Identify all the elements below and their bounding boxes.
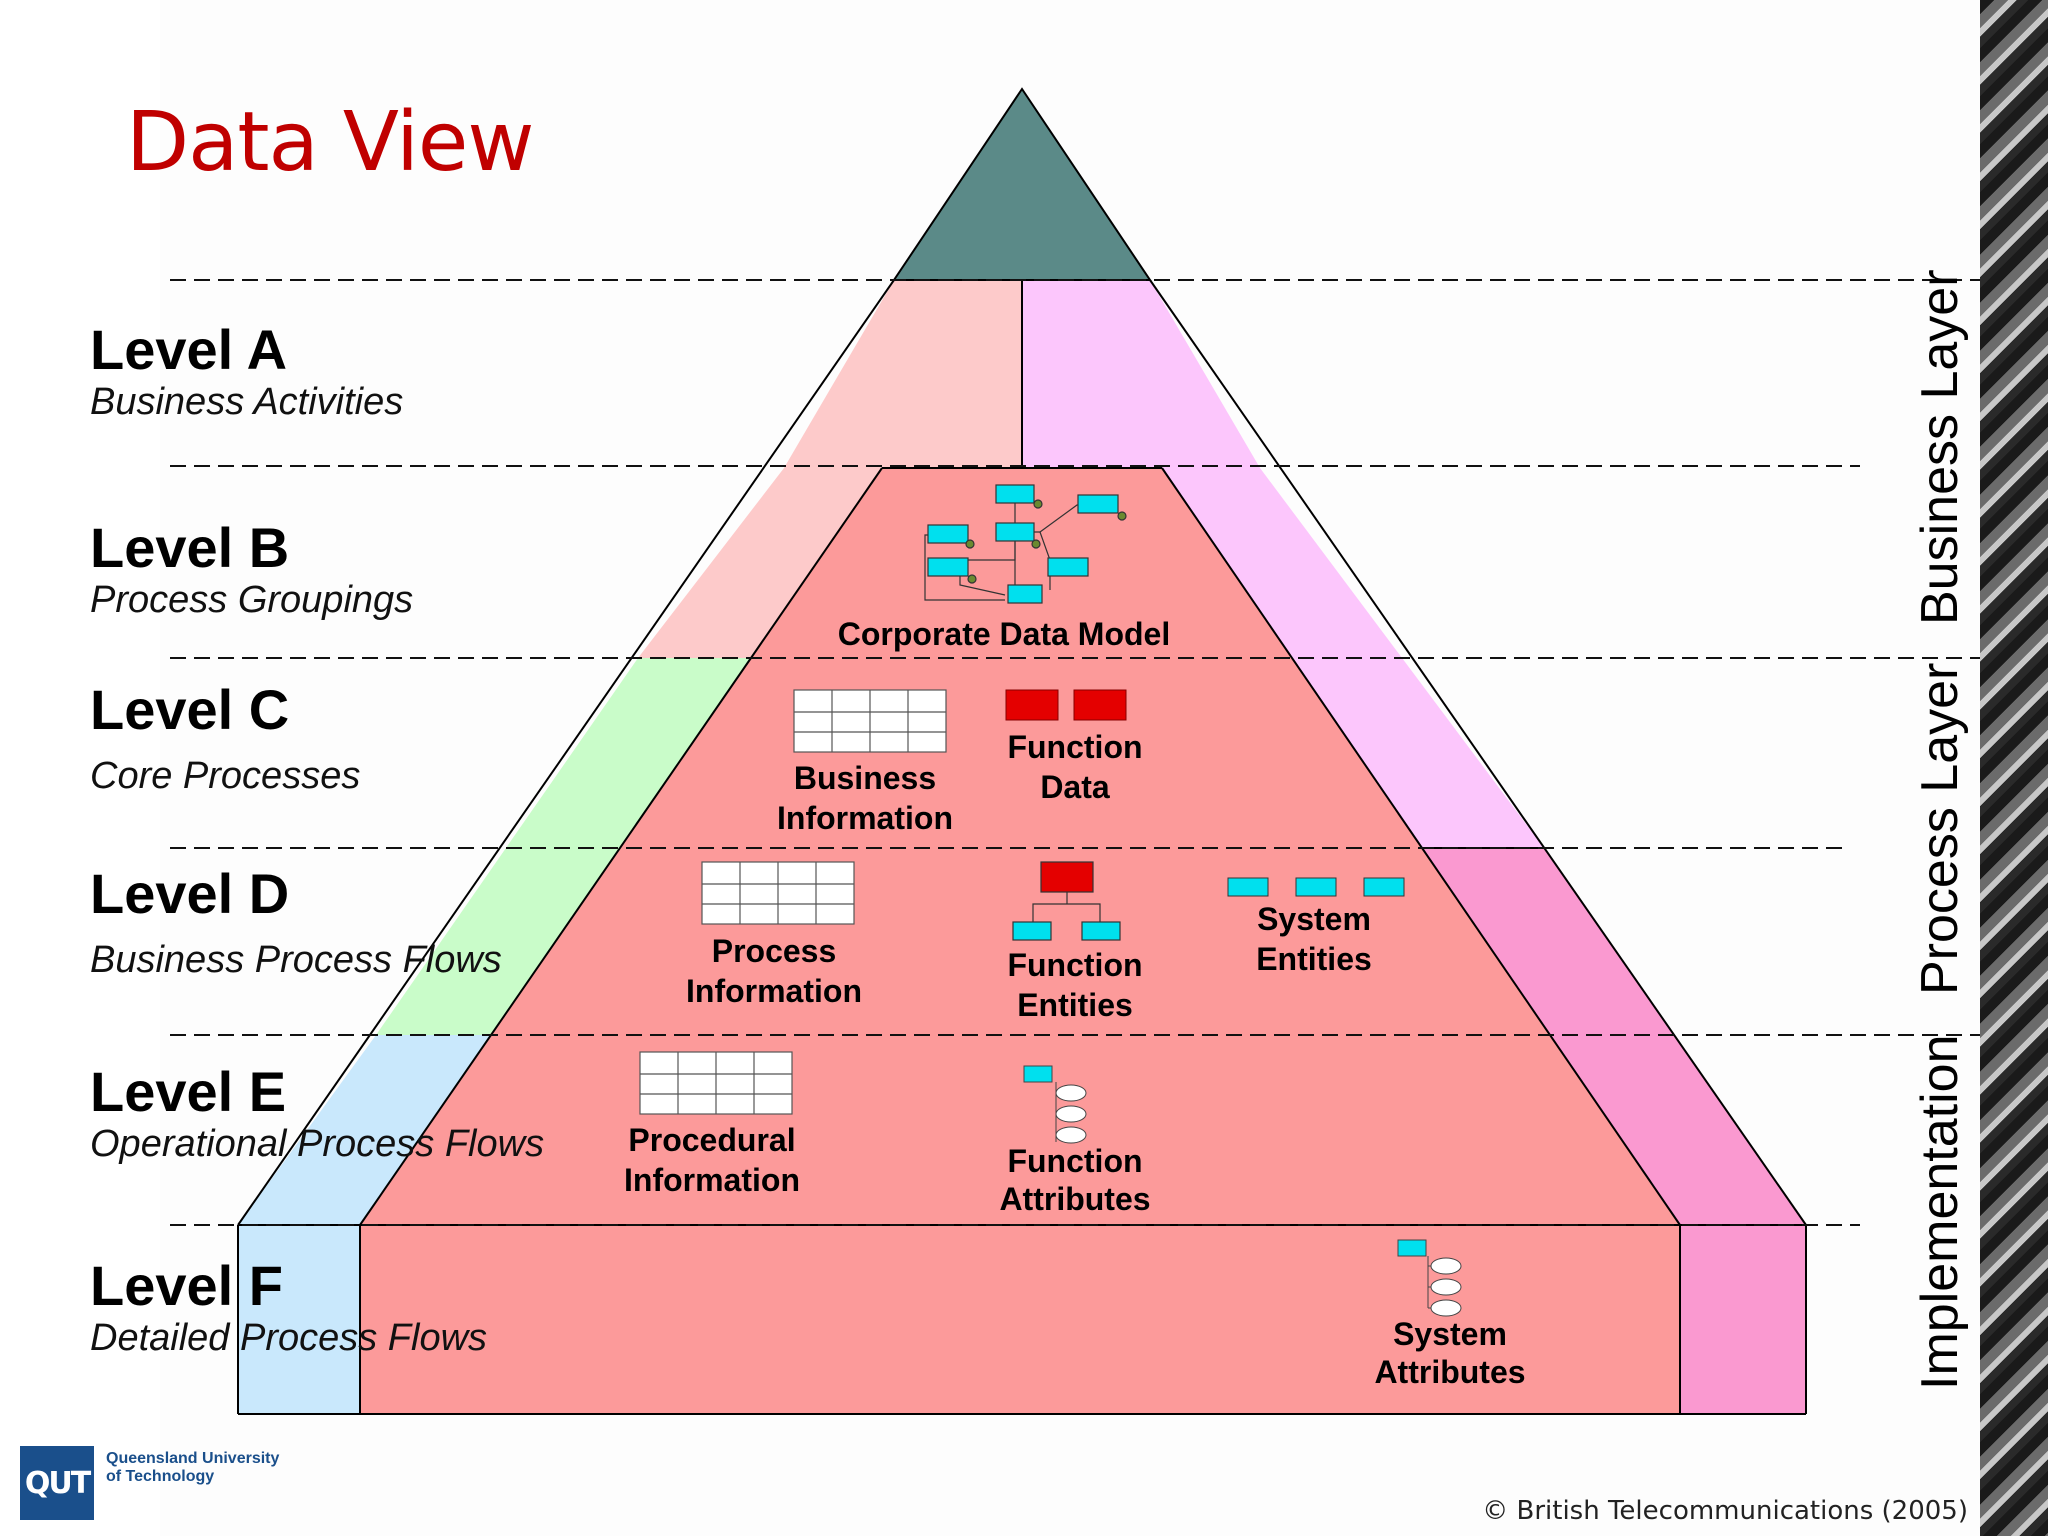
level-dividers [170, 279, 1980, 1226]
function-entities-line2: Entities [1017, 987, 1133, 1023]
logo-name-line1: Queensland University [106, 1450, 280, 1467]
level-def-magenta-band [1418, 848, 1806, 1414]
process-layer-label: Process Layer [1911, 662, 1969, 995]
qut-logo-text: Queensland University of Technology [106, 1450, 279, 1486]
level-cd-green-band [376, 658, 752, 1035]
system-attributes-icon [1397, 1239, 1462, 1317]
level-f-name: Level F [90, 1254, 283, 1317]
system-entities-label: System Entities [1256, 899, 1372, 979]
procedural-information-line2: Information [624, 1162, 800, 1198]
level-a-subtitle: Business Activities [90, 381, 404, 423]
business-information-label: Business Information [777, 758, 953, 838]
corporate-data-model-icon [924, 484, 1127, 604]
level-c-name: Level C [90, 678, 290, 741]
business-layer-label: Business Layer [1911, 269, 1969, 625]
business-information-line1: Business [793, 760, 937, 796]
level-c-label: Level C Core Processes [90, 680, 360, 798]
level-d-label: Level D Business Process Flows [90, 864, 502, 982]
function-entities-label: Function Entities [1007, 945, 1142, 1025]
function-data-icon [1005, 689, 1127, 721]
level-e-subtitle: Operational Process Flows [90, 1123, 545, 1165]
level-b-name: Level B [90, 516, 290, 579]
level-c-subtitle: Core Processes [90, 755, 361, 797]
level-a-name: Level A [90, 318, 288, 381]
level-e-name: Level E [90, 1060, 287, 1123]
procedural-information-icon [639, 1051, 793, 1115]
process-information-line1: Process [711, 933, 837, 969]
business-information-line2: Information [777, 800, 953, 836]
process-information-icon [701, 861, 855, 925]
business-information-icon [793, 689, 947, 753]
level-a-left-region [784, 280, 1022, 468]
implementation-layer-label: Implementation [1911, 1034, 1969, 1390]
procedural-information-line1: Procedural [628, 1122, 796, 1158]
level-d-subtitle: Business Process Flows [90, 939, 502, 981]
procedural-information-label: Procedural Information [624, 1120, 800, 1200]
level-b-left-band [638, 468, 882, 658]
function-data-line1: Function [1007, 729, 1143, 765]
system-attributes-line2: Attributes [1374, 1354, 1526, 1390]
system-entities-icon [1227, 877, 1405, 897]
level-a-right-region [1022, 280, 1260, 468]
level-e-label: Level E Operational Process Flows [90, 1062, 544, 1166]
system-entities-line2: Entities [1256, 941, 1372, 977]
copyright-notice: © British Telecommunications (2005) [1482, 1496, 1968, 1526]
page-title: Data View [126, 95, 534, 190]
function-data-label: Function Data [1007, 727, 1142, 807]
level-a-label: Level A Business Activities [90, 320, 403, 424]
function-attributes-label: Function Attributes [999, 1142, 1150, 1218]
corporate-data-model-label: Corporate Data Model [837, 616, 1171, 652]
system-entities-line1: System [1257, 901, 1371, 937]
level-b-subtitle: Process Groupings [90, 579, 414, 621]
decorative-edge [1980, 0, 2048, 1536]
level-f-label: Level F Detailed Process Flows [90, 1256, 487, 1360]
function-attributes-line1: Function [1007, 1143, 1143, 1179]
level-b-label: Level B Process Groupings [90, 518, 413, 622]
level-d-name: Level D [90, 862, 290, 925]
system-attributes-line1: System [1393, 1316, 1507, 1352]
core-region [360, 468, 1680, 1414]
level-ef-blue-band [238, 1035, 502, 1414]
function-attributes-line2: Attributes [999, 1181, 1151, 1217]
function-data-line2: Data [1040, 769, 1110, 805]
qut-logo: QUT [20, 1446, 94, 1520]
function-entities-line1: Function [1007, 947, 1143, 983]
process-information-line2: Information [686, 973, 862, 1009]
function-attributes-icon [1023, 1065, 1087, 1144]
function-entities-icon [1012, 861, 1121, 941]
system-attributes-label: System Attributes [1374, 1315, 1525, 1391]
level-f-subtitle: Detailed Process Flows [90, 1317, 488, 1359]
logo-name-line2: of Technology [106, 1468, 215, 1485]
process-information-label: Process Information [686, 931, 862, 1011]
